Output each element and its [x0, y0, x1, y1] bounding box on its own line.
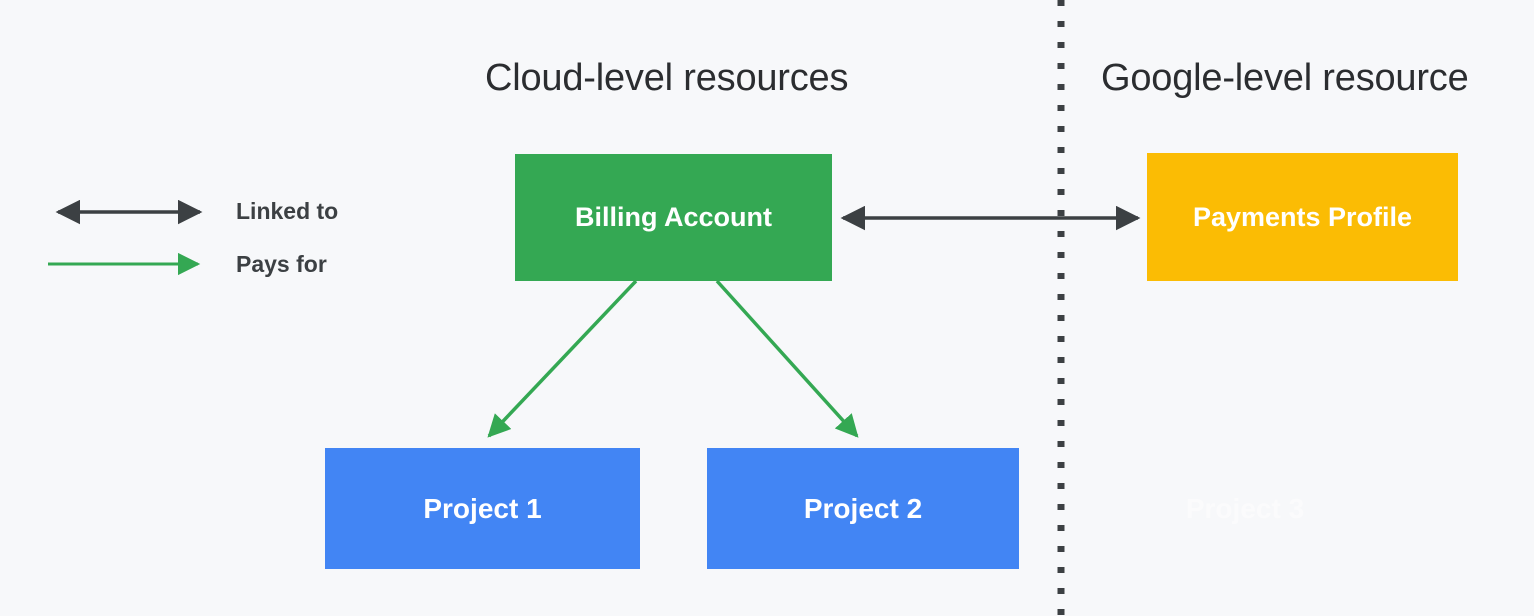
section-header-google-level: Google-level resource [1101, 57, 1469, 99]
node-project-2[interactable]: Project 2 [707, 448, 1019, 569]
node-payments-profile[interactable]: Payments Profile [1147, 153, 1458, 281]
legend-item-pays-for: Pays for [236, 251, 327, 277]
node-project-2-label: Project 2 [803, 492, 923, 524]
node-payments-profile-label: Payments Profile [1192, 201, 1413, 232]
node-project-3: Project 3 [1100, 470, 1390, 548]
edge-billing-account-to-project-2 [715, 279, 859, 438]
legend-item-linked-to: Linked to [236, 198, 339, 224]
edge-billing-account-to-project-1 [487, 279, 638, 438]
node-project-3-label: Project 3 [1185, 493, 1305, 524]
node-billing-account[interactable]: Billing Account [515, 154, 832, 281]
node-project-1-label: Project 1 [423, 492, 542, 524]
section-header-cloud-level: Cloud-level resources [485, 57, 849, 99]
node-project-1[interactable]: Project 1 [325, 448, 640, 569]
node-billing-account-label: Billing Account [575, 202, 772, 232]
